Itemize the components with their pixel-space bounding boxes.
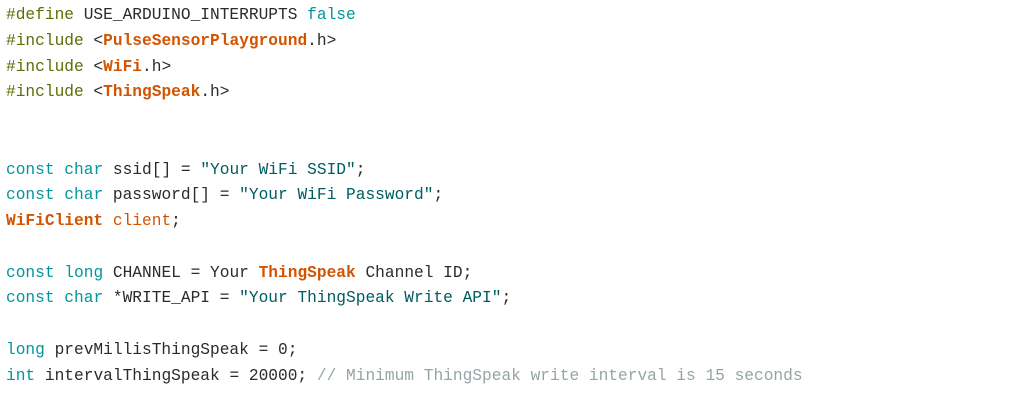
code-token: const bbox=[6, 289, 55, 308]
code-line: const char ssid[] = "Your WiFi SSID"; bbox=[6, 158, 803, 184]
code-line bbox=[6, 235, 803, 261]
code-line: long prevMillisThingSpeak = 0; bbox=[6, 338, 803, 364]
code-line bbox=[6, 106, 803, 132]
code-token: .h> bbox=[200, 83, 230, 102]
code-token: const bbox=[6, 263, 55, 282]
code-token: .h> bbox=[142, 57, 172, 76]
code-token: ; bbox=[501, 289, 512, 308]
code-token: long bbox=[6, 340, 45, 359]
code-token: #include bbox=[6, 57, 84, 76]
code-token bbox=[55, 186, 65, 204]
code-line: #include <WiFi.h> bbox=[6, 55, 803, 81]
code-token: *WRITE_API = bbox=[103, 289, 240, 308]
code-token: "Your ThingSpeak Write API" bbox=[239, 289, 502, 308]
code-token: int bbox=[6, 366, 36, 385]
code-token: PulseSensorPlayground bbox=[103, 31, 308, 50]
code-token: ThingSpeak bbox=[258, 263, 356, 282]
code-line: const char *WRITE_API = "Your ThingSpeak… bbox=[6, 286, 803, 312]
code-token: "Your WiFi SSID" bbox=[200, 160, 356, 179]
code-line bbox=[6, 312, 803, 338]
code-token: char bbox=[64, 289, 104, 308]
code-token: // Minimum ThingSpeak write interval is … bbox=[316, 366, 803, 385]
code-token: #include bbox=[6, 31, 84, 50]
code-token: prevMillisThingSpeak = 0; bbox=[44, 340, 298, 359]
code-line: #include <ThingSpeak.h> bbox=[6, 80, 803, 106]
code-token: < bbox=[83, 31, 104, 50]
code-token: WiFi bbox=[103, 57, 143, 76]
code-token: ; bbox=[355, 160, 366, 179]
code-token: .h> bbox=[307, 31, 337, 50]
code-token: < bbox=[83, 57, 104, 76]
code-token: ThingSpeak bbox=[103, 83, 201, 102]
code-token: ; bbox=[171, 212, 181, 230]
code-line bbox=[6, 132, 803, 158]
code-token: password[] = bbox=[103, 186, 240, 205]
code-token: "Your WiFi Password" bbox=[239, 186, 434, 205]
code-token: long bbox=[64, 263, 104, 282]
code-line: WiFiClient client; bbox=[6, 209, 803, 235]
code-line: int intervalThingSpeak = 20000; // Minim… bbox=[6, 364, 803, 390]
code-token: Channel ID; bbox=[355, 263, 473, 282]
code-token: false bbox=[307, 6, 356, 24]
code-block: #define USE_ARDUINO_INTERRUPTS false#inc… bbox=[6, 3, 803, 389]
code-line: const char password[] = "Your WiFi Passw… bbox=[6, 183, 803, 209]
code-token: < bbox=[83, 83, 104, 102]
code-token: ssid[] = bbox=[103, 160, 201, 179]
code-line: #define USE_ARDUINO_INTERRUPTS false bbox=[6, 3, 803, 29]
code-token: client bbox=[112, 212, 172, 230]
code-line: #include <PulseSensorPlayground.h> bbox=[6, 29, 803, 55]
code-token: #define bbox=[6, 6, 74, 24]
code-token: WiFiClient bbox=[6, 212, 104, 230]
code-token: char bbox=[64, 160, 104, 179]
code-token bbox=[103, 212, 113, 230]
code-token: ; bbox=[433, 186, 444, 205]
code-token: intervalThingSpeak = 20000; bbox=[35, 366, 317, 385]
code-token bbox=[55, 264, 65, 282]
code-token bbox=[55, 289, 65, 307]
code-line: const long CHANNEL = Your ThingSpeak Cha… bbox=[6, 261, 803, 287]
code-token: #include bbox=[6, 83, 84, 102]
code-token: const bbox=[6, 186, 55, 205]
code-token bbox=[55, 161, 65, 179]
code-token: USE_ARDUINO_INTERRUPTS bbox=[74, 6, 308, 24]
code-token: const bbox=[6, 160, 55, 179]
code-token: char bbox=[64, 186, 104, 205]
code-token: CHANNEL = Your bbox=[103, 263, 259, 282]
